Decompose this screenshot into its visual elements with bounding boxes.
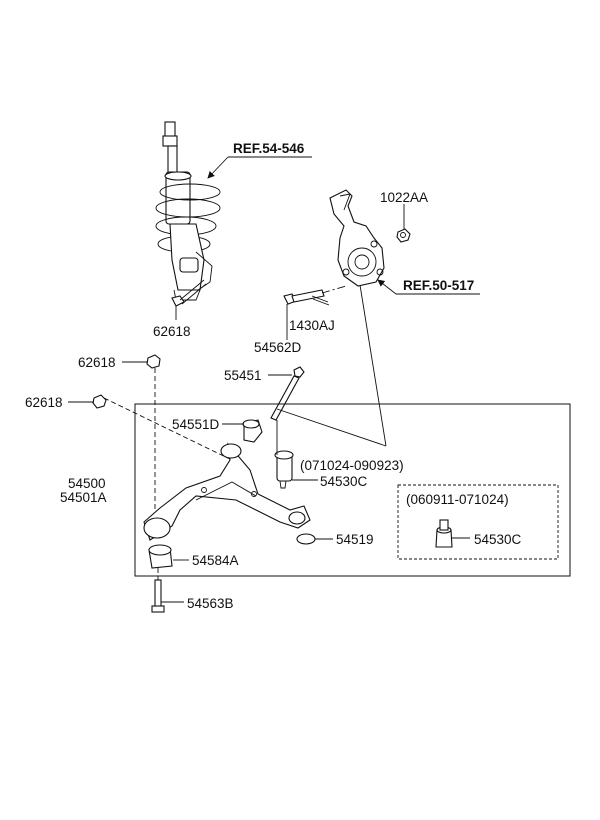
dust-ring-icon: [296, 533, 316, 545]
label-arm-nut-left: 62618: [25, 395, 63, 410]
label-front-bushing: 54551D: [172, 417, 220, 432]
arm-nut-left-icon: [92, 394, 107, 409]
label-strut-bolt: 62618: [153, 324, 191, 339]
label-rear-bolt: 54563B: [187, 596, 234, 611]
label-lower-arm-lh: 54500: [68, 476, 106, 491]
ref-knuckle[interactable]: REF.50-517: [403, 278, 474, 293]
label-alt-period: (060911-071024): [406, 492, 509, 507]
arm-nut-top-icon: [146, 354, 161, 369]
label-arm-nut-top: 62618: [78, 355, 116, 370]
label-ball-joint-alt: 54530C: [474, 532, 522, 547]
label-knuckle-nut: 1022AA: [380, 190, 428, 205]
steering-knuckle: [329, 189, 385, 287]
label-dust-ring: 54519: [336, 532, 374, 547]
label-ball-joint-period: (071024-090923): [300, 458, 404, 473]
rear-bushing-icon: [148, 544, 173, 569]
label-front-bolt: 55451: [224, 368, 262, 383]
strut-assembly: [155, 121, 221, 301]
alternate-part-box: [397, 484, 559, 560]
label-knuckle-bolt: 54562D: [254, 340, 302, 355]
label-rear-bushing: 54584A: [192, 553, 239, 568]
ball-joint-alt-icon: [435, 519, 453, 548]
front-bushing-icon: [242, 419, 263, 443]
pin-icon: [311, 295, 330, 306]
label-lower-arm-rh: 54501A: [60, 490, 107, 505]
lower-control-arm: [143, 442, 311, 541]
label-pin: 1430AJ: [289, 318, 335, 333]
ball-joint-icon: [274, 450, 294, 489]
rear-bolt-icon: [151, 579, 165, 613]
detail-frame: [134, 403, 571, 577]
ref-strut[interactable]: REF.54-546: [233, 141, 305, 156]
knuckle-bolt-icon: [283, 289, 325, 305]
strut-bolt-icon: [171, 279, 207, 307]
label-ball-joint: 54530C: [320, 474, 368, 489]
knuckle-nut-icon: [396, 228, 411, 243]
